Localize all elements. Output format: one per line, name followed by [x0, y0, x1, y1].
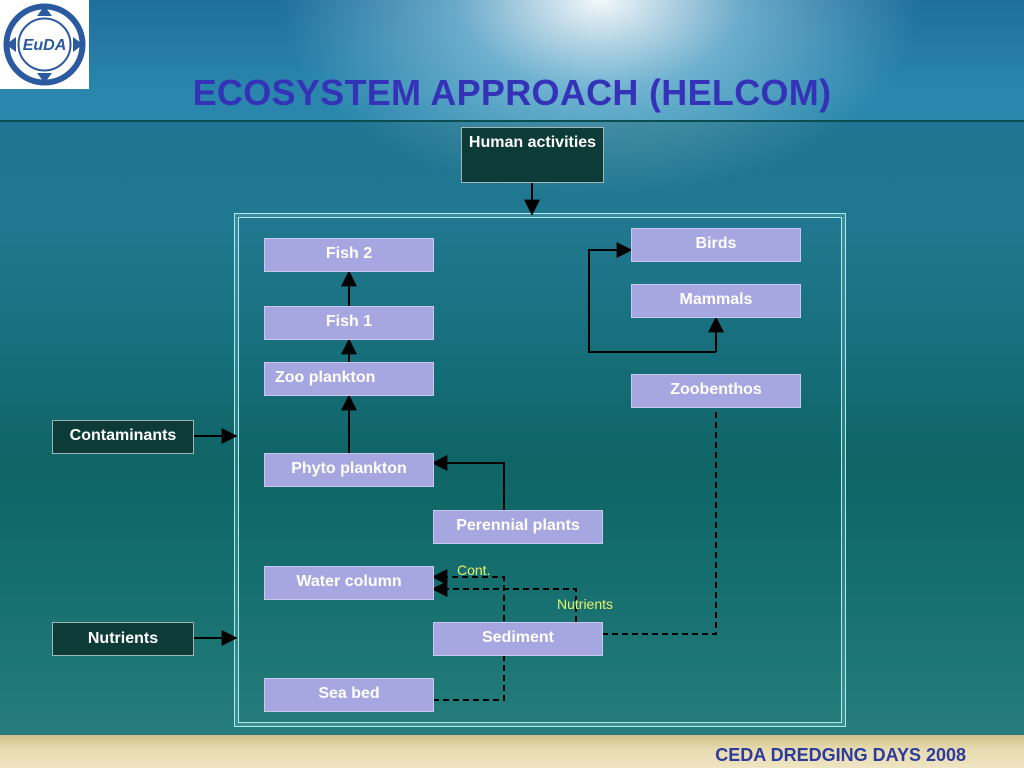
nutrients-box: Nutrients — [52, 622, 194, 656]
phytoplankton-box: Phyto plankton — [264, 453, 434, 487]
sand-strip — [0, 735, 1024, 768]
birds-box: Birds — [631, 228, 801, 262]
fish1-box: Fish 1 — [264, 306, 434, 340]
water-column-box: Water column — [264, 566, 434, 600]
dashed-sediment-to-zoobenthos — [602, 408, 717, 635]
contaminants-box: Contaminants — [52, 420, 194, 454]
arrow-perennial-to-phyto — [431, 455, 505, 510]
sediment-box: Sediment — [433, 622, 603, 656]
human-activities-box: Human activities — [461, 127, 604, 183]
annotation-nutrients: Nutrients — [557, 596, 614, 612]
footer-text: CEDA DREDGING DAYS 2008 — [715, 745, 966, 765]
euda-logo: EuDA — [0, 0, 89, 89]
zooplankton-box: Zoo plankton — [264, 362, 434, 396]
zoobenthos-box: Zoobenthos — [631, 374, 801, 408]
ecosystem-frame — [234, 213, 846, 727]
arrow-zoobenthos-to-birds — [588, 242, 716, 353]
dashed-sediment-to-water — [431, 581, 577, 622]
logo-text: EuDA — [23, 37, 67, 54]
sea-bed-box: Sea bed — [264, 678, 434, 712]
mammals-box: Mammals — [631, 284, 801, 318]
slide-title: ECOSYSTEM APPROACH (HELCOM) — [192, 72, 832, 113]
fish2-box: Fish 2 — [264, 238, 434, 272]
annotation-cont: Cont. — [457, 562, 491, 578]
perennial-plants-box: Perennial plants — [433, 510, 603, 544]
